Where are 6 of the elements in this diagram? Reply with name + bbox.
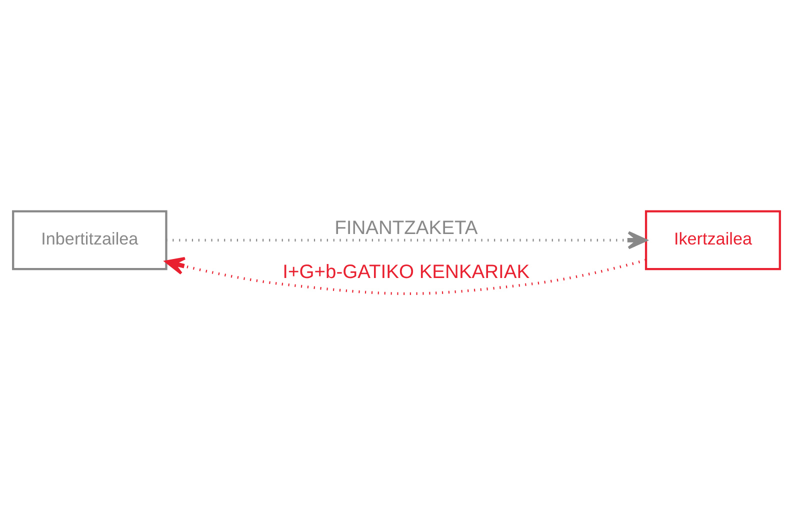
- node-box: Ikertzailea: [644, 210, 781, 270]
- arrow: [165, 256, 646, 295]
- node-box: Inbertitzailea: [12, 210, 168, 270]
- edge-label: I+G+b-GATIKO KENKARIAK: [282, 262, 530, 284]
- arrow: [166, 231, 648, 250]
- edge-label: FINANTZAKETA: [334, 218, 478, 240]
